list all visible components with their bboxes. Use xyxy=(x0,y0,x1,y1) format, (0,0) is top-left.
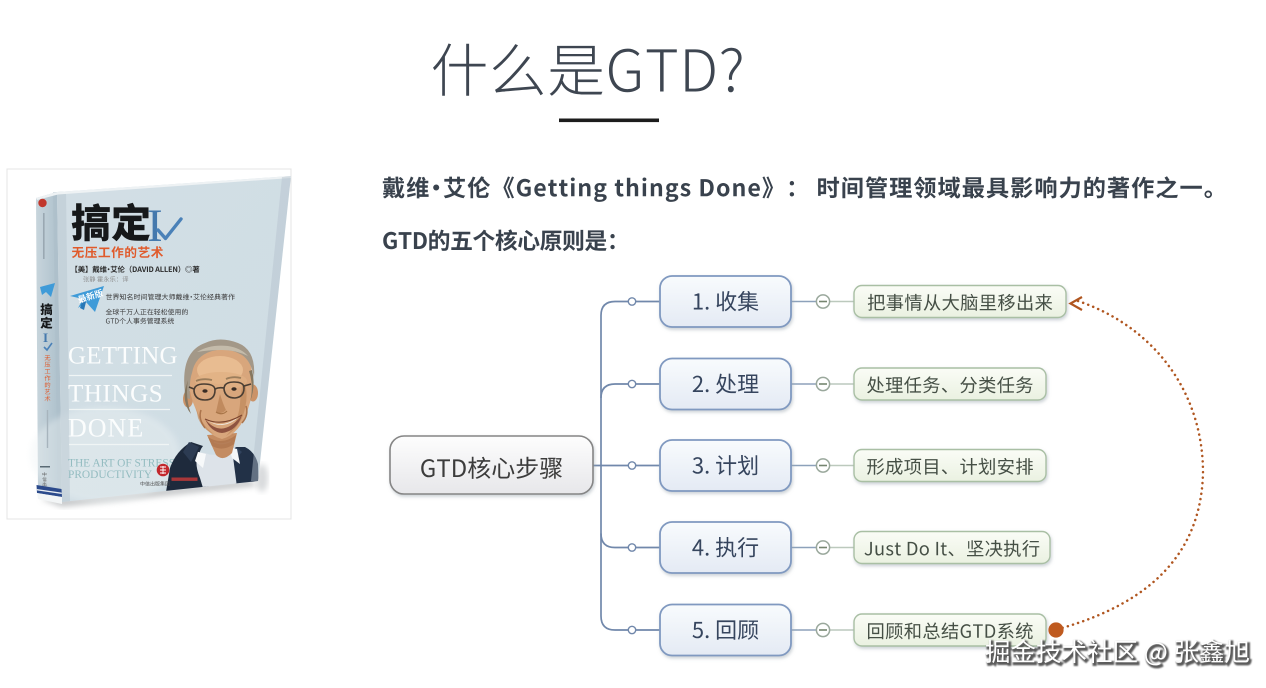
svg-text:I: I xyxy=(147,200,163,252)
svg-text:PRODUCTIVITY: PRODUCTIVITY xyxy=(68,469,152,481)
svg-text:I: I xyxy=(43,330,48,345)
svg-text:DONE: DONE xyxy=(68,414,144,443)
svg-text:THINGS: THINGS xyxy=(68,381,163,408)
svg-text:GETTING: GETTING xyxy=(68,343,178,370)
